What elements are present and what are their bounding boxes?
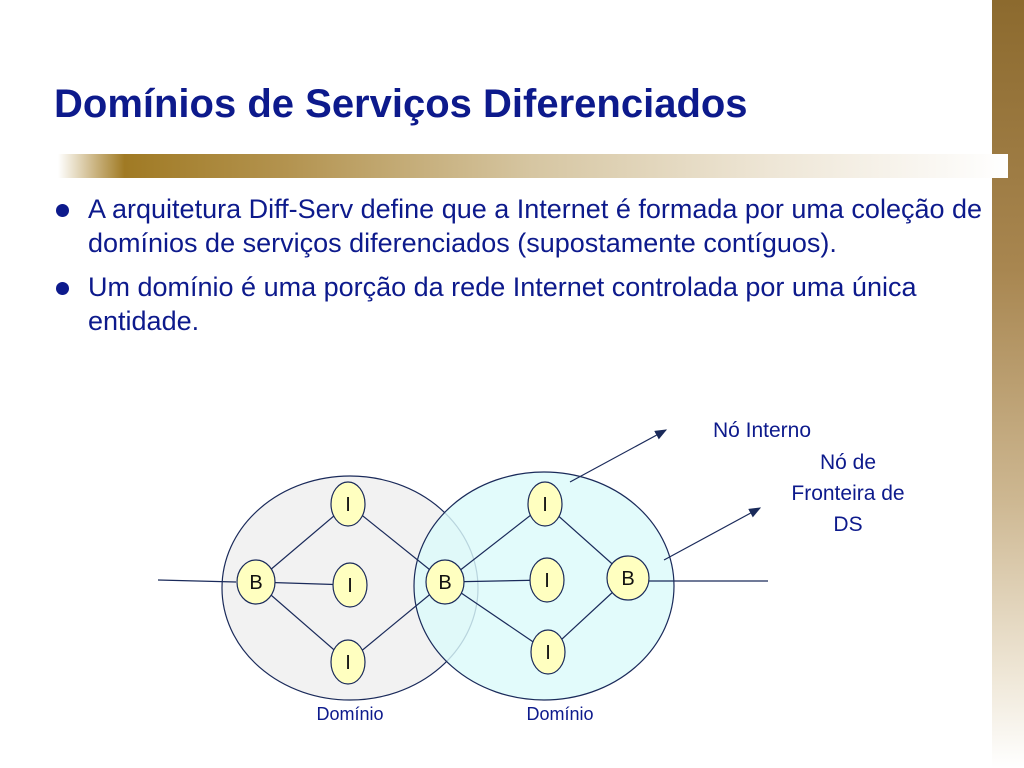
svg-text:I: I	[544, 570, 550, 592]
bullet-list: A arquitetura Diff-Serv define que a Int…	[54, 192, 984, 348]
label-domain-2: Domínio	[526, 704, 593, 724]
node-d1-middle: I	[332, 562, 368, 608]
link	[444, 581, 549, 653]
bullet-text-1: A arquitetura Diff-Serv define que a Int…	[88, 194, 983, 258]
svg-text:I: I	[347, 575, 353, 597]
arrow-boundary-node	[663, 507, 762, 561]
svg-text:B: B	[249, 572, 262, 594]
node-shared-boundary: B	[425, 559, 465, 605]
slide-title: Domínios de Serviços Diferenciados	[54, 82, 748, 126]
svg-text:I: I	[345, 494, 351, 516]
node-d2-right-boundary: B	[606, 555, 650, 601]
link	[347, 581, 446, 663]
node-d1-top: I	[330, 481, 366, 527]
label-boundary-line-1: Nó de	[820, 451, 876, 474]
title-underline-bar	[58, 154, 1008, 178]
bullet-dot-icon	[56, 282, 69, 295]
bullet-item-2: Um domínio é uma porção da rede Internet…	[54, 270, 984, 338]
link	[444, 503, 546, 583]
node-d1-left-boundary: B	[236, 559, 276, 605]
node-d2-top: I	[527, 481, 563, 527]
svg-text:B: B	[621, 568, 634, 590]
label-domain-1: Domínio	[316, 704, 383, 724]
bullet-item-1: A arquitetura Diff-Serv define que a Int…	[54, 192, 984, 260]
bullet-text-2: Um domínio é uma porção da rede Internet…	[88, 272, 917, 336]
decorative-side-bar	[992, 0, 1024, 768]
svg-text:B: B	[438, 572, 451, 594]
arrow-internal-node	[569, 429, 668, 483]
node-d1-bottom: I	[330, 639, 366, 685]
bullet-dot-icon	[56, 204, 69, 217]
svg-text:I: I	[345, 652, 351, 674]
label-internal-node: Nó Interno	[713, 419, 811, 442]
label-boundary-line-3: DS	[833, 513, 862, 536]
svg-text:I: I	[545, 642, 551, 664]
svg-text:I: I	[542, 494, 548, 516]
external-link-left	[157, 579, 237, 583]
node-d2-middle: I	[529, 557, 565, 603]
node-d2-bottom: I	[530, 629, 566, 675]
label-boundary-line-2: Fronteira de	[791, 482, 904, 505]
link	[347, 503, 446, 583]
